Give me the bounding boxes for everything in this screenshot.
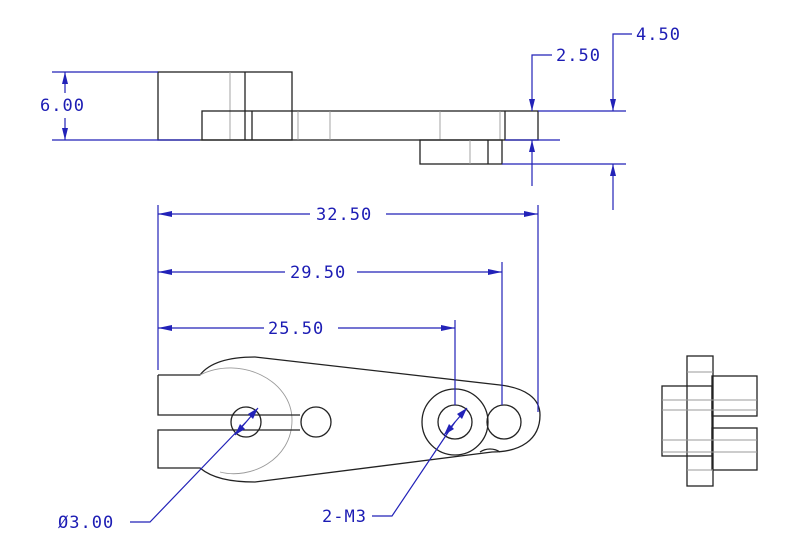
dim-length-32-5: 32.50 bbox=[157, 205, 539, 412]
end-plate bbox=[686, 355, 714, 487]
dim-text-29-5: 29.50 bbox=[290, 263, 346, 283]
dim-length-29-5: 29.50 bbox=[158, 262, 503, 405]
horn-outline bbox=[157, 356, 541, 483]
dim-text-diameter: Ø3.00 bbox=[58, 513, 114, 533]
slot-hole bbox=[300, 406, 332, 438]
side-hub-block bbox=[157, 71, 293, 141]
end-lower-tab bbox=[711, 427, 758, 471]
leader-diameter: Ø3.00 bbox=[58, 407, 259, 533]
dim-offset-2-5: 2.50 bbox=[505, 46, 626, 186]
dim-text-4-5: 4.50 bbox=[636, 25, 681, 45]
side-lower-boss bbox=[419, 139, 503, 165]
dim-text-6: 6.00 bbox=[40, 96, 85, 116]
hub-circle bbox=[199, 367, 293, 475]
dim-text-2-5: 2.50 bbox=[556, 46, 601, 66]
dim-text-m3: 2-M3 bbox=[322, 507, 367, 527]
top-view bbox=[157, 356, 541, 483]
dim-text-32-5: 32.50 bbox=[316, 205, 372, 225]
leader-m3: 2-M3 bbox=[322, 407, 468, 527]
dim-text-25-5: 25.50 bbox=[268, 319, 324, 339]
center-hole bbox=[230, 406, 262, 438]
dim-offset-4-5: 4.50 bbox=[502, 25, 681, 210]
end-upper-tab bbox=[711, 375, 758, 417]
side-arm-plate bbox=[201, 110, 539, 141]
end-boss bbox=[661, 385, 713, 457]
dim-height-6: 6.00 bbox=[40, 71, 200, 141]
m3-hole-2 bbox=[486, 404, 522, 440]
side-view bbox=[157, 71, 539, 165]
end-view bbox=[661, 355, 758, 487]
center-slot bbox=[240, 414, 300, 431]
dim-length-25-5: 25.50 bbox=[158, 319, 456, 405]
